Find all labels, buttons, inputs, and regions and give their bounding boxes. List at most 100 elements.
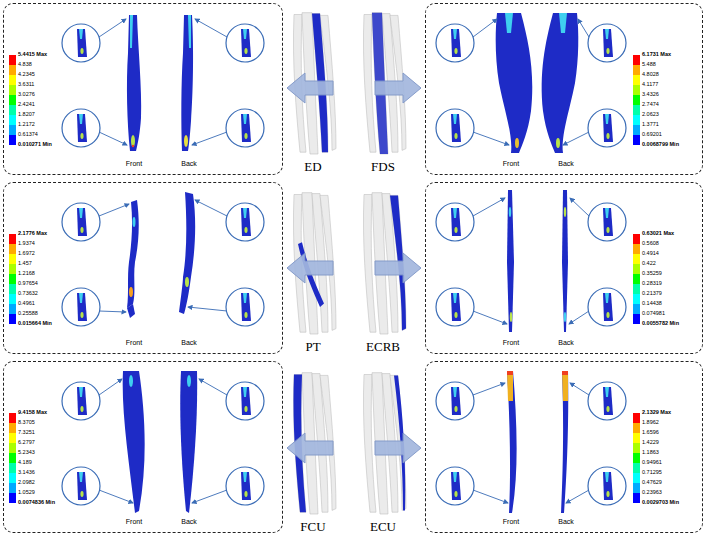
color-band <box>9 274 16 284</box>
muscle-label: PT <box>305 340 320 353</box>
illustration-part <box>578 19 589 37</box>
scale-value: 5.488 <box>642 62 656 68</box>
color-band <box>9 95 16 105</box>
illustration-part <box>226 467 264 505</box>
illustration-part <box>507 190 514 332</box>
illustration-part <box>507 371 517 513</box>
scale-value: 0.23963 <box>642 490 662 496</box>
illustration-part <box>130 15 133 48</box>
illustration-part <box>226 288 264 326</box>
color-band <box>633 95 640 105</box>
illustration-part <box>179 192 195 314</box>
scale-value: 5.2343 <box>18 450 35 456</box>
illustration-part <box>473 198 505 216</box>
illustration-part <box>562 371 568 401</box>
view-label: Back <box>181 160 197 167</box>
scale-value: 8.3705 <box>18 420 35 426</box>
scale-value: 0.35259 <box>642 271 662 277</box>
illustration-part <box>473 19 589 145</box>
result-panel: 0.63021 Max0.56080.49140.4220.352590.283… <box>425 182 703 354</box>
result-panel: 5.4415 Max4.8384.23453.63113.02762.42411… <box>3 3 283 175</box>
scale-value: 0.71295 <box>642 470 662 476</box>
scale-value: 0.0029703 Min <box>642 500 679 506</box>
scale-value: 4.1177 <box>642 82 658 88</box>
illustration-part <box>566 490 589 503</box>
color-band <box>633 125 640 135</box>
illustration-part <box>563 132 589 145</box>
illustration-part <box>226 109 264 147</box>
illustration-part <box>473 383 505 395</box>
illustration-part <box>192 490 227 503</box>
illustration-part <box>375 253 421 283</box>
illustration-part <box>570 198 589 216</box>
scale-value: 3.1436 <box>18 470 35 476</box>
illustration-part <box>507 371 513 375</box>
illustration-part <box>195 200 227 216</box>
scale-value: 2.0982 <box>18 480 35 486</box>
illustration-part <box>375 433 421 463</box>
scale-value: 2.1329 Max <box>642 410 671 416</box>
color-band <box>9 55 16 65</box>
scale-value: 2.0623 <box>642 112 659 118</box>
color-band <box>9 294 16 304</box>
illustration-part <box>181 15 193 151</box>
color-band <box>9 443 16 453</box>
color-band <box>9 254 16 264</box>
illustration-part <box>188 307 227 311</box>
scale-value: 0.5608 <box>642 241 659 247</box>
color-band <box>9 284 16 294</box>
illustration-part <box>185 277 189 287</box>
illustration-part <box>542 13 579 153</box>
scale-value: 1.4229 <box>642 440 659 446</box>
illustration-part <box>226 382 264 420</box>
illustration-part <box>559 13 567 33</box>
color-band <box>633 254 640 264</box>
color-band <box>9 314 16 324</box>
color-band <box>633 234 640 244</box>
illustration-part <box>195 19 227 37</box>
illustration-part <box>99 490 133 503</box>
color-band <box>633 274 640 284</box>
color-band <box>9 463 16 473</box>
illustration-part <box>436 24 474 62</box>
illustration-part <box>184 135 188 147</box>
illustration-part <box>287 433 333 463</box>
illustration-part <box>99 200 227 312</box>
scale-value: 0.0074836 Min <box>18 500 55 506</box>
scale-value: 0.25588 <box>18 311 38 317</box>
view-label: Front <box>126 339 142 346</box>
scale-value: 7.3251 <box>18 430 35 436</box>
illustration-part <box>510 312 512 322</box>
illustration-part <box>99 379 122 395</box>
illustration-part <box>99 19 227 145</box>
muscle-label: FDS <box>371 160 395 173</box>
color-band <box>9 135 16 145</box>
color-band <box>9 433 16 443</box>
color-band <box>633 463 640 473</box>
illustration-part <box>562 371 568 375</box>
illustration-part <box>496 13 533 153</box>
illustration-part <box>588 24 626 62</box>
color-band <box>9 413 16 423</box>
illustration-part <box>62 24 100 62</box>
color-band <box>633 294 640 304</box>
scale-value: 0.63021 Max <box>642 231 674 237</box>
scale-value: 0.015664 Min <box>18 321 52 327</box>
scale-value: 1.8207 <box>18 112 35 118</box>
scale-value: 4.189 <box>18 460 32 466</box>
view-label: Front <box>503 160 519 167</box>
illustration-part <box>588 203 626 241</box>
illustration-part <box>62 109 100 147</box>
illustration-part <box>99 379 227 503</box>
color-band <box>633 423 640 433</box>
result-panel: 2.1776 Max1.93741.69721.4571.21680.97654… <box>3 182 283 354</box>
scale-value: 3.6311 <box>18 82 34 88</box>
scale-value: 4.8028 <box>642 72 659 78</box>
color-band <box>9 115 16 125</box>
illustration-part <box>127 15 141 151</box>
illustration-part <box>436 467 474 505</box>
color-band <box>9 65 16 75</box>
illustration-part <box>62 382 100 420</box>
illustration-part <box>505 13 513 33</box>
color-band <box>633 135 640 145</box>
